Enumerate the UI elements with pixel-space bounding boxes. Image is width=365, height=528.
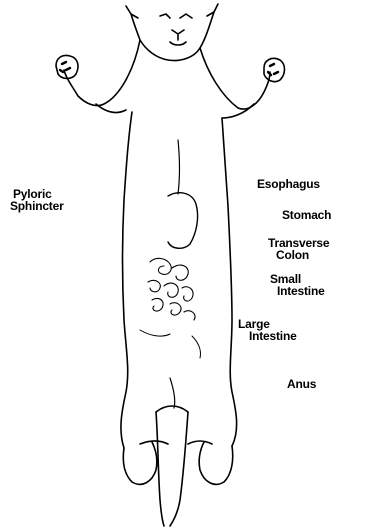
tail-left: [156, 412, 164, 526]
left-forepaw: [56, 55, 78, 78]
small-intestine-coils: [148, 258, 195, 320]
torso-left: [121, 112, 132, 448]
right-hindleg: [199, 442, 233, 484]
torso-right: [222, 118, 237, 446]
label-anus: Anus: [287, 378, 316, 390]
head-mouth: [170, 42, 186, 45]
large-intestine-line: [140, 330, 201, 358]
label-stomach: Stomach: [282, 209, 331, 221]
label-small-intestine: Small Intestine: [270, 273, 325, 297]
right-forepaw: [264, 58, 285, 81]
label-pyloric-sphincter: Pyloric Sphincter: [13, 188, 64, 212]
tail-right: [170, 412, 188, 526]
right-foreleg: [200, 48, 270, 109]
head-eye-right: [180, 14, 192, 18]
hind-inner-right: [188, 441, 212, 444]
anus-line: [170, 378, 175, 408]
label-transverse-colon: Transverse Colon: [268, 237, 329, 261]
left-hindleg: [123, 442, 157, 484]
left-foreleg: [64, 40, 140, 106]
tail-base: [156, 406, 188, 412]
stomach-outline: [168, 193, 198, 249]
head-eye-left: [160, 14, 170, 18]
label-large-intestine: Large Intestine: [238, 318, 297, 342]
hind-inner-left: [140, 441, 168, 444]
esophagus-line: [178, 140, 180, 194]
right-foreleg-inner: [222, 104, 254, 118]
head-nose: [172, 30, 184, 40]
label-esophagus: Esophagus: [257, 178, 320, 190]
